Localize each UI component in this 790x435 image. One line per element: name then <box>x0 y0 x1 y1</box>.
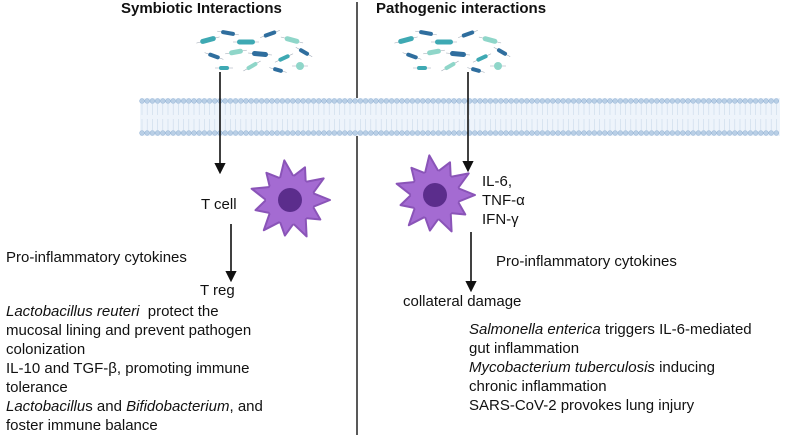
cell-membrane <box>139 98 780 136</box>
species-lactobacillus-reuteri: Lactobacillus reuteri <box>6 303 140 320</box>
desc-line-2: gut inflammation <box>469 340 580 357</box>
pathogenic-description: Salmonella enterica triggers IL-6-mediat… <box>469 320 752 415</box>
desc-line-6: Lactobacillus and Bifidobacterium, and <box>6 398 263 415</box>
dendritic-cell-left <box>250 159 331 238</box>
desc-line-4: chronic inflammation <box>469 378 607 395</box>
desc-line-5: tolerance <box>6 379 68 396</box>
symbiotic-description: Lactobacillus reuteri protect the mucosa… <box>6 302 263 435</box>
heading-symbiotic: Symbiotic Interactions <box>121 0 282 17</box>
label-t-reg: T reg <box>200 282 235 299</box>
species-mycobacterium-tuberculosis: Mycobacterium tuberculosis <box>469 359 655 376</box>
cytokine-ifn-gamma: IFN-γ <box>482 211 519 228</box>
cytokine-tnf-alpha: TNF-α <box>482 192 525 209</box>
bacteria-cluster-left <box>196 30 313 73</box>
desc-line-3: Mycobacterium tuberculosis inducing <box>469 359 715 376</box>
desc-line-7: foster immune balance <box>6 417 158 434</box>
label-pro-inflammatory-right: Pro-inflammatory cytokines <box>496 253 677 270</box>
label-collateral-damage: collateral damage <box>403 293 522 310</box>
desc-line-1: Salmonella enterica triggers IL-6-mediat… <box>469 321 752 338</box>
species-salmonella-enterica: Salmonella enterica <box>469 321 601 338</box>
desc-line-2: mucosal lining and prevent pathogen <box>6 322 252 339</box>
bacteria-cluster-right <box>394 30 511 73</box>
heading-pathogenic: Pathogenic interactions <box>376 0 547 17</box>
label-pro-inflammatory-left: Pro-inflammatory cytokines <box>6 249 187 266</box>
cytokine-il6: IL-6, <box>482 173 513 190</box>
desc-line-3: colonization <box>6 341 86 358</box>
desc-line-5: SARS-CoV-2 provokes lung injury <box>469 397 695 414</box>
label-t-cell: T cell <box>201 196 237 213</box>
desc-line-4: IL-10 and TGF-β, promoting immune <box>6 360 250 377</box>
dendritic-cell-right <box>395 154 476 233</box>
desc-line-1: Lactobacillus reuteri protect the <box>6 303 219 320</box>
